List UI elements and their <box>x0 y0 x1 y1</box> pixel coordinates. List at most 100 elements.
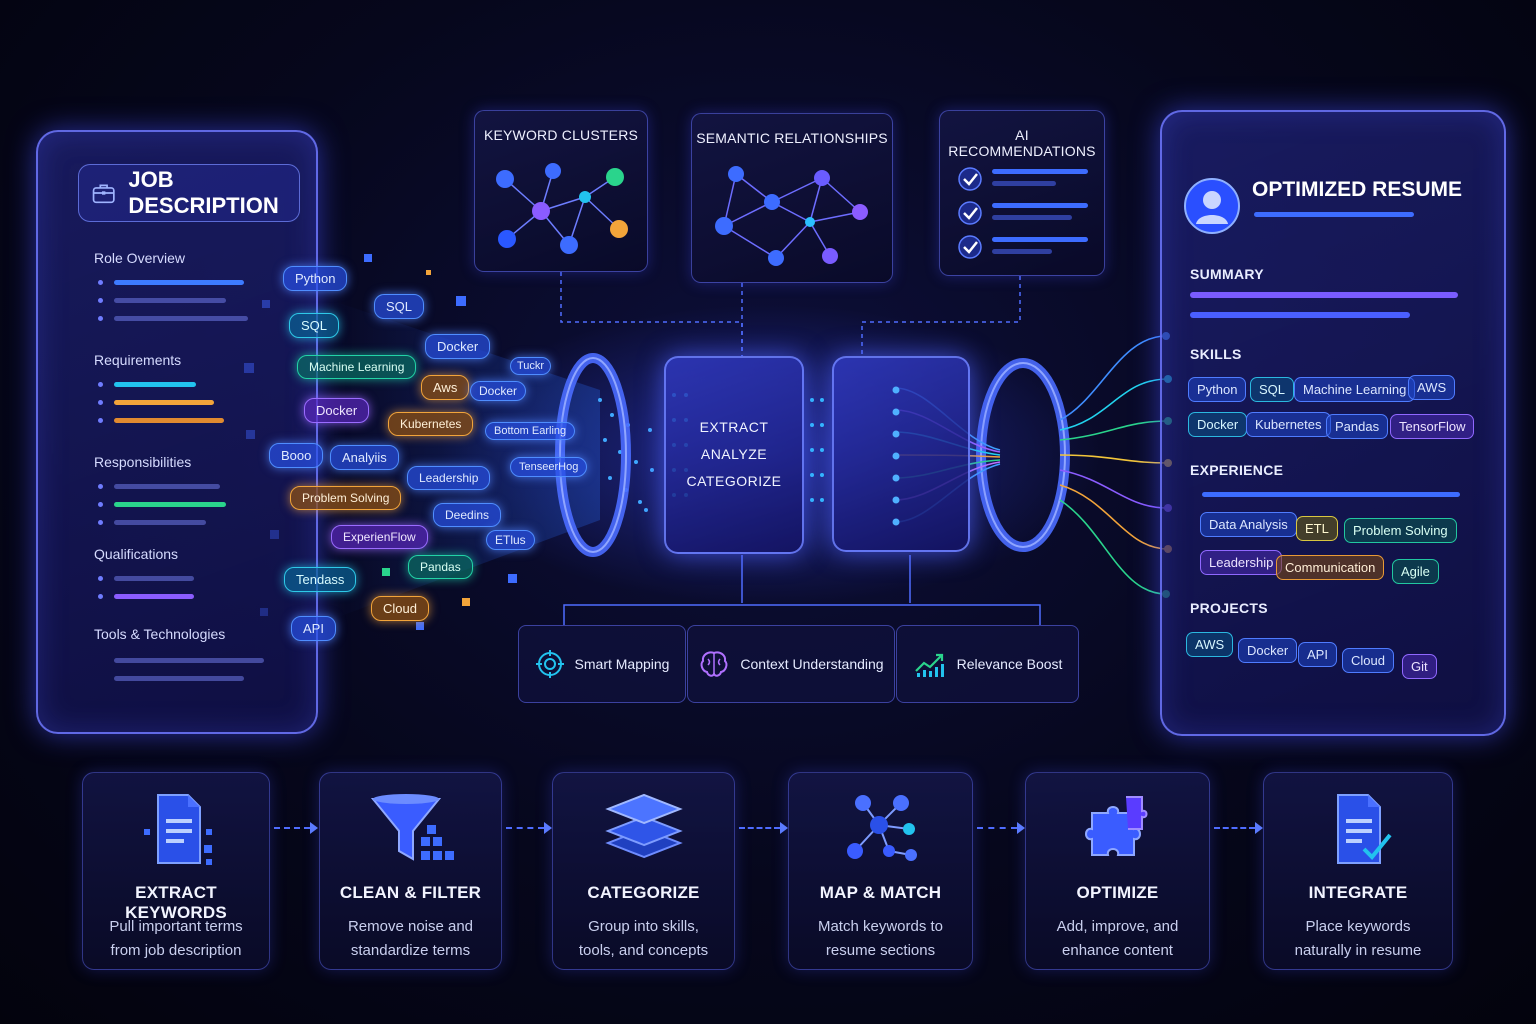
skill-chip: Machine Learning <box>1294 377 1415 402</box>
jd-bullet <box>98 520 103 525</box>
resume-skills-heading: SKILLS <box>1190 346 1242 362</box>
checklist-icon <box>940 161 1106 271</box>
jd-line <box>114 594 194 599</box>
document-icon <box>126 789 226 869</box>
keyword-chip: Python <box>283 266 347 291</box>
jd-line <box>114 658 264 663</box>
puzzle-icon <box>1068 789 1168 869</box>
job-description-title: JOB DESCRIPTION <box>128 167 299 219</box>
jd-line <box>114 382 196 387</box>
skill-chip: AWS <box>1408 375 1455 400</box>
jd-line <box>114 316 248 321</box>
resume-title-underline <box>1254 212 1414 217</box>
jd-line <box>114 280 244 285</box>
jd-bullet <box>98 594 103 599</box>
step-arrow <box>506 827 544 829</box>
project-chip: Docker <box>1238 638 1297 663</box>
jd-bullet <box>98 316 103 321</box>
keyword-chip: Cloud <box>371 596 429 621</box>
experience-chip: Problem Solving <box>1344 518 1457 543</box>
center-label-categorize: CATEGORIZE <box>666 468 802 495</box>
jd-section-role-overview: Role Overview <box>94 250 185 266</box>
feature-label: Relevance Boost <box>957 656 1063 672</box>
keyword-chip: Deedins <box>433 503 501 527</box>
step-title: CLEAN & FILTER <box>320 883 501 903</box>
step-clean-filter: CLEAN & FILTER Remove noise andstandardi… <box>319 772 502 970</box>
optimized-resume-panel: OPTIMIZED RESUME SUMMARY SKILLS Python S… <box>1160 110 1506 736</box>
step-title: MAP & MATCH <box>789 883 972 903</box>
step-arrow <box>977 827 1017 829</box>
experience-chip: Leadership <box>1200 550 1282 575</box>
network-icon <box>831 789 931 869</box>
experience-line <box>1202 492 1460 497</box>
layers-icon <box>594 789 694 869</box>
ai-recommendations-title: AI RECOMMENDATIONS <box>940 127 1104 159</box>
keyword-chip: SQL <box>289 313 339 338</box>
jd-bullet <box>98 382 103 387</box>
jd-section-responsibilities: Responsibilities <box>94 454 191 470</box>
keyword-chip: Tuckr <box>510 357 551 375</box>
resume-summary-heading: SUMMARY <box>1190 266 1264 282</box>
keyword-chip: TenseerHog <box>510 457 587 477</box>
cluster-graph-icon <box>475 157 649 267</box>
experience-chip: Communication <box>1276 555 1384 580</box>
arrow-head <box>544 822 552 834</box>
feature-context-understanding: Context Understanding <box>687 625 895 703</box>
keyword-chip: ExperienFlow <box>331 525 428 549</box>
job-description-header: JOB DESCRIPTION <box>78 164 300 222</box>
routing-nodes-icon <box>834 358 972 554</box>
jd-line <box>114 484 220 489</box>
project-chip: AWS <box>1186 632 1233 657</box>
keyword-chip: Problem Solving <box>290 486 401 510</box>
resume-projects-heading: PROJECTS <box>1190 600 1268 616</box>
step-arrow <box>1214 827 1255 829</box>
routing-block <box>832 356 970 552</box>
jd-line <box>114 298 226 303</box>
project-chip: API <box>1298 642 1337 667</box>
arrow-head <box>1017 822 1025 834</box>
experience-chip: Data Analysis <box>1200 512 1297 537</box>
jd-line <box>114 520 206 525</box>
step-description: Group into skills,tools, and concepts <box>563 915 724 963</box>
summary-line <box>1190 292 1458 298</box>
keyword-chip: ETlus <box>486 530 535 550</box>
feature-label: Smart Mapping <box>575 656 670 672</box>
skill-chip: SQL <box>1250 377 1294 402</box>
jd-bullet <box>98 484 103 489</box>
jd-line <box>114 400 214 405</box>
keyword-chip: Bottom Earling <box>485 422 575 440</box>
resume-title: OPTIMIZED RESUME <box>1252 178 1462 202</box>
growth-chart-icon <box>913 649 947 679</box>
center-label-analyze: ANALYZE <box>666 441 802 468</box>
jd-line <box>114 418 224 423</box>
step-arrow <box>739 827 780 829</box>
document-check-icon <box>1308 789 1408 869</box>
keyword-chip: Docker <box>304 398 369 423</box>
processing-block: EXTRACT ANALYZE CATEGORIZE <box>664 356 804 554</box>
keyword-chip: Analyiis <box>330 445 399 470</box>
jd-line <box>114 576 194 581</box>
jd-bullet <box>98 576 103 581</box>
step-title: INTEGRATE <box>1264 883 1452 903</box>
summary-line <box>1190 312 1410 318</box>
step-description: Match keywords toresume sections <box>799 915 962 963</box>
feature-relevance-boost: Relevance Boost <box>896 625 1079 703</box>
jd-bullet <box>98 418 103 423</box>
jd-bullet <box>98 502 103 507</box>
arrow-head <box>1255 822 1263 834</box>
ai-recommendations-card: AI RECOMMENDATIONS <box>939 110 1105 276</box>
jd-line <box>114 502 226 507</box>
skill-chip: Pandas <box>1326 414 1388 439</box>
project-chip: Cloud <box>1342 648 1394 673</box>
keyword-clusters-card: KEYWORD CLUSTERS <box>474 110 648 272</box>
jd-section-requirements: Requirements <box>94 352 181 368</box>
keyword-chip: Tendass <box>284 567 356 592</box>
